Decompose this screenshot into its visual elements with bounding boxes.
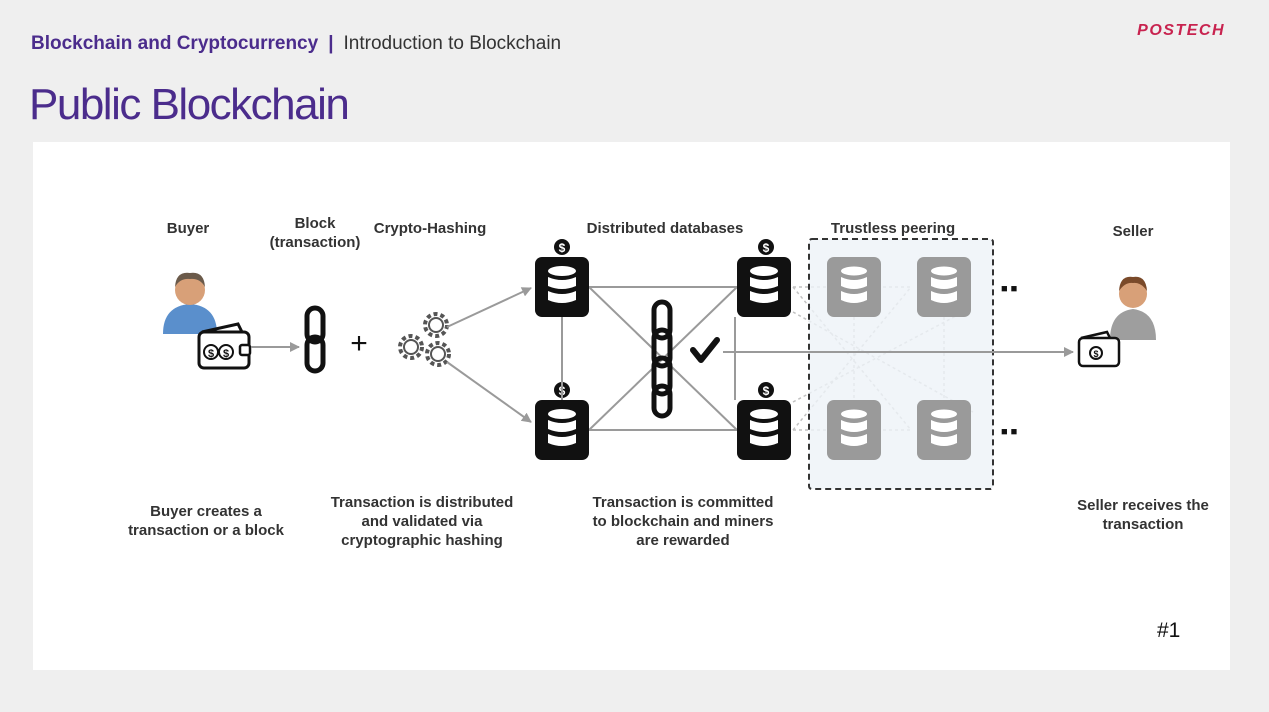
coin-label: $ bbox=[559, 241, 566, 255]
gears-icon bbox=[398, 312, 451, 367]
dollar-coin-icon: $ bbox=[758, 239, 774, 255]
wallet-dollar-2: $ bbox=[223, 348, 229, 360]
arrow-to-top-db bbox=[446, 287, 532, 328]
seller-wallet-dollar: $ bbox=[1093, 349, 1098, 359]
peer-database-icon bbox=[827, 400, 881, 460]
caption-committed: Transaction is committed to blockchain a… bbox=[592, 494, 774, 549]
checkmark-icon bbox=[690, 337, 720, 363]
label-seller: Seller bbox=[1112, 223, 1154, 240]
seller-person-icon bbox=[1110, 276, 1156, 340]
label-distributed-databases: Distributed databases bbox=[586, 220, 744, 237]
topic-title: Introduction to Blockchain bbox=[343, 33, 562, 54]
diagram-panel: $ $ + $ $ $ $ bbox=[33, 142, 1230, 670]
dollar-coin-icon: $ bbox=[758, 382, 774, 398]
database-icon bbox=[535, 400, 589, 460]
peer-database-icon bbox=[917, 257, 971, 317]
seller-wallet-icon: $ bbox=[1077, 330, 1121, 368]
page-title: Public Blockchain bbox=[29, 80, 350, 129]
more-peers-top: ■■ bbox=[1001, 283, 1020, 295]
peer-database-icon bbox=[917, 400, 971, 460]
arrow-to-bottom-db bbox=[446, 361, 532, 423]
database-icon bbox=[737, 400, 791, 460]
plus-sign: + bbox=[350, 327, 368, 360]
database-icon bbox=[535, 257, 589, 317]
postech-logo: POSTECH bbox=[1137, 22, 1225, 39]
breadcrumb-separator: | bbox=[328, 33, 334, 54]
more-peers-bottom: ■■ bbox=[1001, 426, 1020, 438]
slide-number: #1 bbox=[1157, 619, 1181, 642]
course-title: Blockchain and Cryptocurrency bbox=[31, 33, 319, 54]
buyer-wallet-icon: $ $ bbox=[197, 322, 252, 370]
coin-label: $ bbox=[763, 241, 770, 255]
label-buyer: Buyer bbox=[166, 220, 210, 237]
caption-distributed: Transaction is distributed and validated… bbox=[330, 494, 514, 549]
wallet-dollar-1: $ bbox=[208, 348, 214, 360]
chain-link-icon bbox=[304, 305, 326, 374]
database-icon bbox=[737, 257, 791, 317]
label-crypto-hashing: Crypto-Hashing bbox=[373, 220, 487, 237]
breadcrumb: Blockchain and Cryptocurrency | Introducti… bbox=[31, 33, 561, 55]
peer-database-icon bbox=[827, 257, 881, 317]
label-block: Block (transaction) bbox=[269, 215, 361, 251]
caption-seller: Seller receives the transaction bbox=[1077, 497, 1209, 533]
buyer-person-icon bbox=[163, 272, 217, 334]
blockchain-chain-icon bbox=[651, 299, 673, 419]
blockchain-diagram: $ $ + $ $ $ $ bbox=[163, 238, 1156, 490]
coin-label: $ bbox=[763, 384, 770, 398]
caption-buyer: Buyer creates a transaction or a block bbox=[128, 503, 284, 539]
dollar-coin-icon: $ bbox=[554, 239, 570, 255]
label-trustless-peering: Trustless peering bbox=[830, 220, 956, 237]
